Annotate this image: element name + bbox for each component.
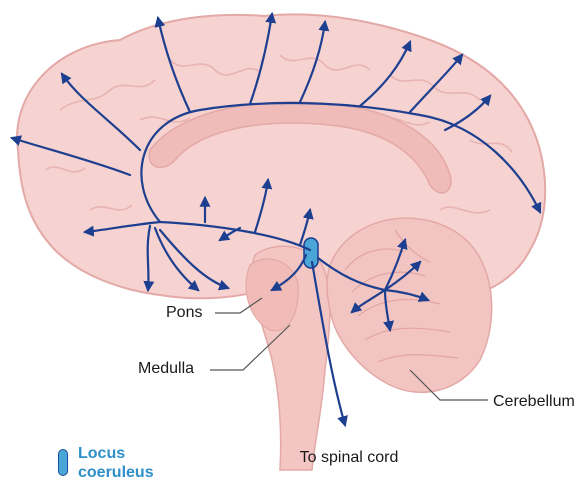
cerebellum-label: Cerebellum <box>493 393 575 411</box>
locus-coeruleus-marker <box>304 238 318 268</box>
legend-line-2: coeruleus <box>78 463 154 482</box>
medulla-label: Medulla <box>138 360 194 378</box>
legend-label: Locus coeruleus <box>78 444 154 482</box>
cerebellum <box>327 218 492 392</box>
pons <box>246 259 298 331</box>
legend-line-1: Locus <box>78 444 154 463</box>
locus-coeruleus-legend-icon <box>58 449 68 476</box>
pons-label: Pons <box>166 304 202 322</box>
spinal-cord-label: To spinal cord <box>299 449 399 467</box>
